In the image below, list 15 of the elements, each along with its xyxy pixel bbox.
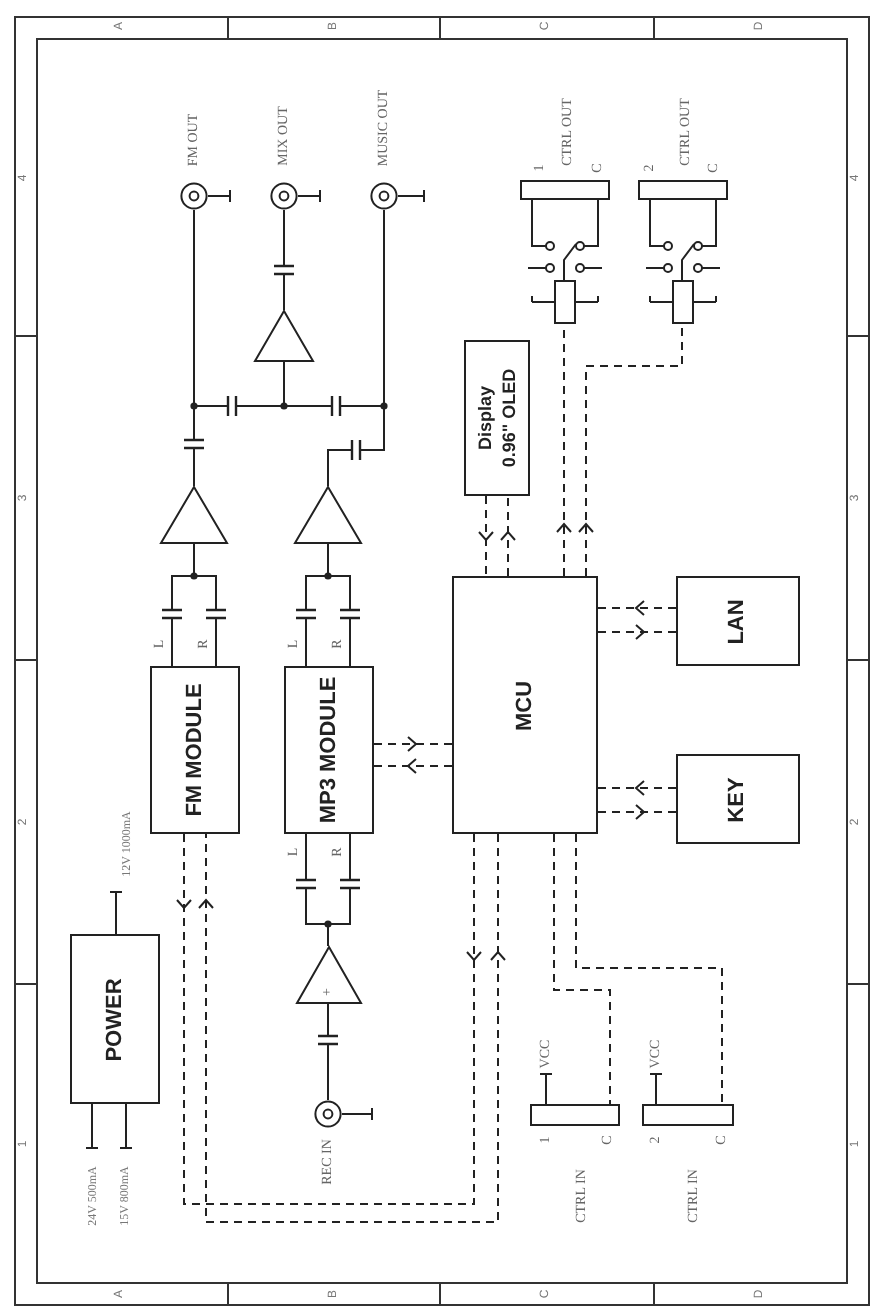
block-box bbox=[676, 576, 800, 666]
block-label: 0.96" OLED bbox=[500, 368, 518, 468]
block-label: Display bbox=[476, 386, 494, 450]
block-box bbox=[676, 754, 800, 844]
block-label: KEY bbox=[727, 776, 749, 822]
block-box bbox=[464, 340, 530, 496]
block-box bbox=[284, 666, 374, 834]
block-box bbox=[150, 666, 240, 834]
block-label: MCU bbox=[514, 679, 536, 731]
block-box bbox=[452, 576, 598, 834]
block-label: MP3 MODULE bbox=[318, 676, 340, 824]
block-box bbox=[70, 934, 160, 1104]
block-label: LAN bbox=[727, 598, 749, 644]
block-label: FM MODULE bbox=[184, 683, 206, 817]
block-label: POWER bbox=[104, 977, 126, 1061]
